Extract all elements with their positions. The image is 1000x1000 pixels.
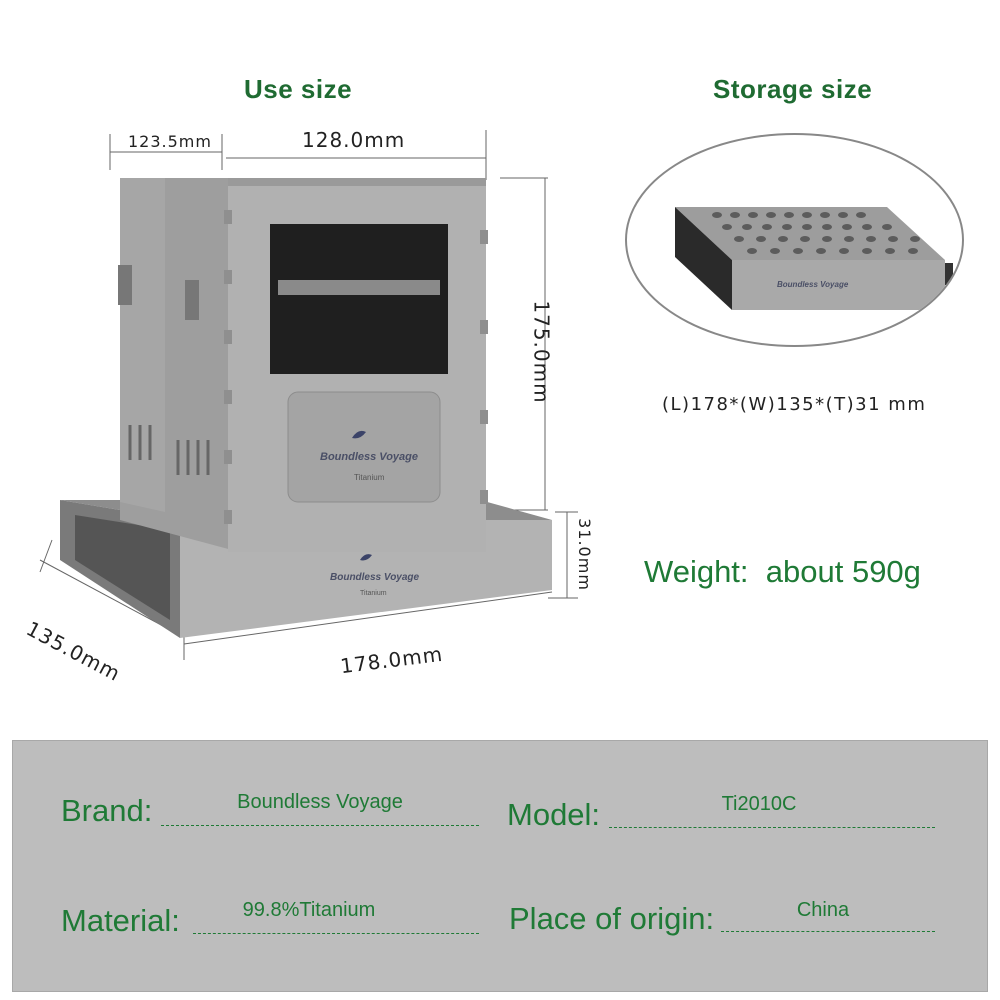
origin-line (721, 931, 935, 932)
stove-illustration: Boundless Voyage Titanium Boundless Voya… (39, 130, 578, 660)
storage-tray-image: Boundless Voyage (675, 207, 953, 310)
use-size-heading: Use size (244, 74, 353, 104)
brand-label: Brand: (61, 793, 153, 828)
storage-brand-etching: Boundless Voyage (777, 280, 849, 289)
stove-material-etching: Titanium (354, 473, 385, 482)
specs-panel: Brand: Boundless Voyage Model: Ti2010C M… (12, 740, 988, 992)
brand-line (161, 825, 479, 826)
storage-size-heading: Storage size (713, 74, 873, 104)
dimension-lines (39, 130, 578, 660)
leaf-logo-icon (352, 430, 366, 439)
base-brand-etching: Boundless Voyage (330, 572, 420, 583)
vent-holes (712, 212, 920, 254)
depth-top-dimension: 123.5mm (128, 132, 212, 151)
width-top-dimension: 128.0mm (302, 128, 406, 152)
material-line (193, 933, 479, 934)
model-label: Model: (507, 797, 601, 832)
height-dimension: 175.0mm (529, 300, 554, 404)
base-leaf-logo-icon (360, 554, 372, 561)
stove-brand-etching: Boundless Voyage (320, 451, 418, 463)
weight-text: Weight: about 590g (644, 554, 921, 589)
material-label: Material: (61, 903, 180, 938)
storage-view: Boundless Voyage (625, 133, 964, 347)
storage-dimensions: (L)178*(W)135*(T)31 mm (662, 394, 927, 415)
origin-value: China (796, 899, 850, 921)
brand-value: Boundless Voyage (237, 791, 403, 813)
material-value: 99.8%Titanium (242, 899, 376, 921)
origin-label: Place of origin: (509, 901, 715, 936)
model-value: Ti2010C (721, 793, 797, 815)
base-height-dimension: 31.0mm (574, 518, 594, 591)
model-line (609, 827, 935, 828)
base-material-etching: Titanium (360, 590, 387, 597)
